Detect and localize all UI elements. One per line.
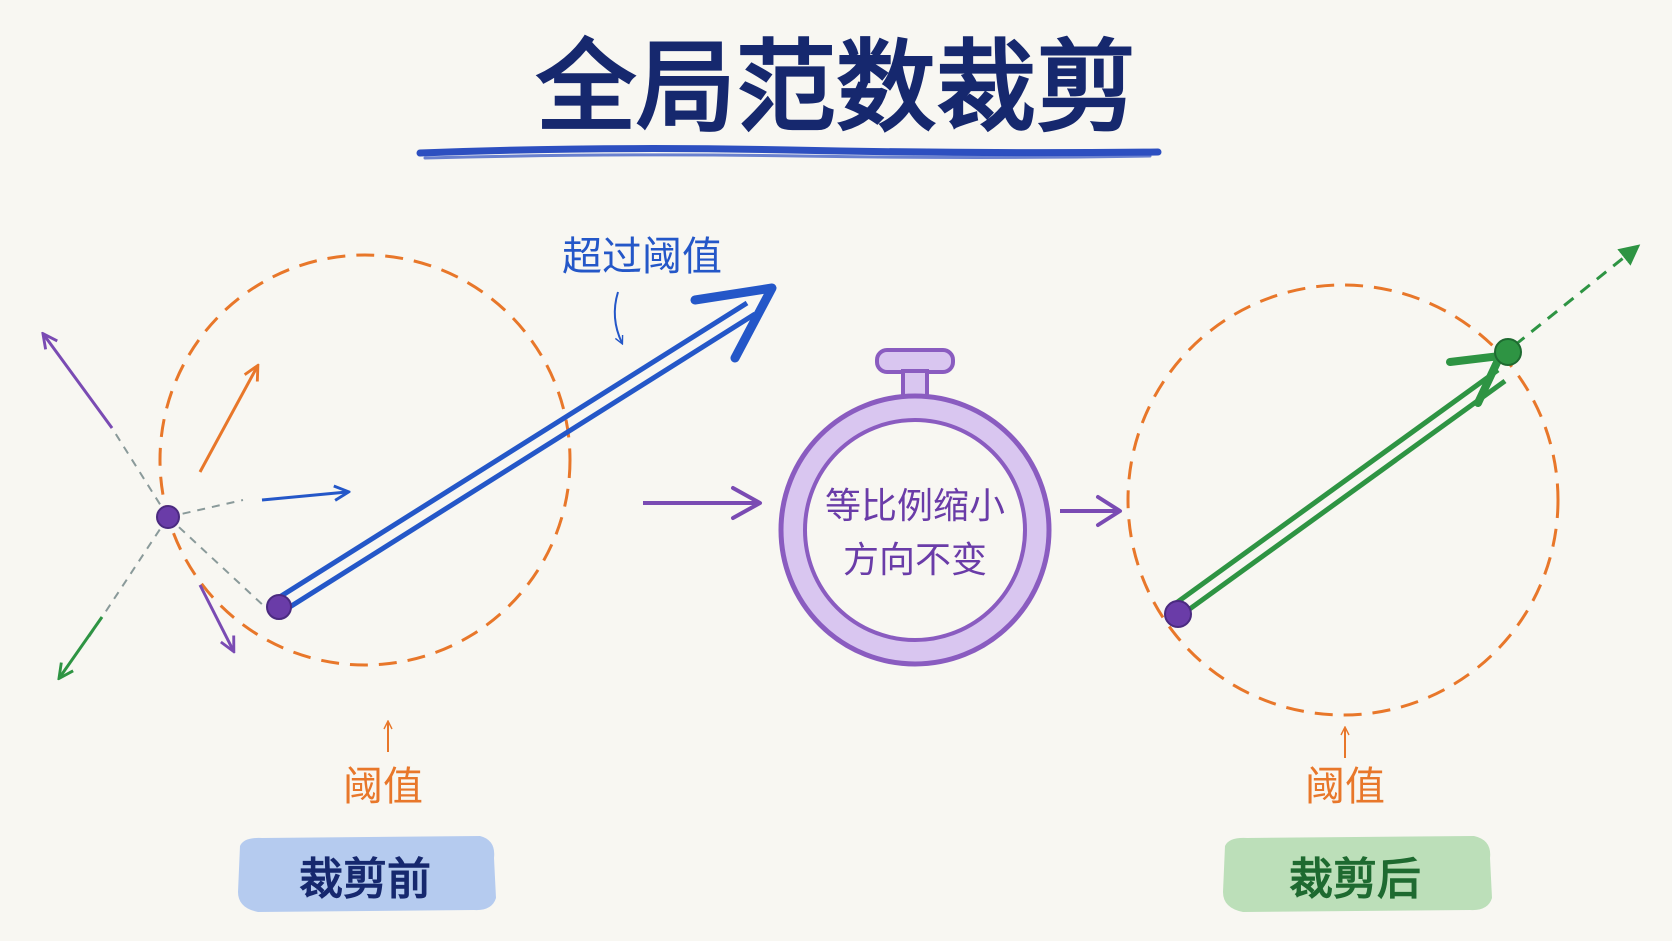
threshold-label-before: 阈值 [343, 764, 423, 810]
title-underline-stroke2 [423, 153, 1152, 160]
gradient-arrow-green-small [60, 616, 104, 677]
threshold-circle-before [158, 253, 572, 667]
clipped-gradient-vector [1170, 352, 1507, 619]
exceeds-threshold-pointer [613, 291, 622, 343]
process-arrow-2-head [1096, 495, 1122, 527]
clipped-vector-tip [1494, 338, 1522, 366]
origin-point-before [156, 505, 180, 529]
combined-gradient-vector [276, 283, 777, 613]
vector-tail-after [1164, 600, 1192, 628]
after-clip-label: 裁剪后 [1289, 854, 1421, 905]
operation-line-2: 方向不变 [843, 540, 987, 581]
before-clip-badge [238, 836, 496, 912]
process-arrow-1-head [731, 486, 762, 520]
title-underline [416, 145, 1162, 157]
before-clip-label: 裁剪前 [299, 854, 431, 905]
operation-line-1: 等比例缩小 [825, 486, 1005, 527]
exceeds-threshold-label: 超过阈值 [562, 234, 722, 280]
page-title: 全局范数裁剪 [535, 29, 1136, 146]
clipped-direction-extension [1514, 244, 1641, 347]
gradient-arrow-orange [198, 367, 257, 473]
threshold-label-after: 阈值 [1305, 764, 1385, 810]
gradient-arrow-purple-lower [198, 584, 233, 650]
after-clip-badge [1223, 836, 1492, 912]
vector-tail-before [266, 594, 292, 620]
gradient-guide-lines [86, 427, 266, 641]
gradient-arrow-blue-small [261, 492, 347, 500]
stopwatch-icon [778, 348, 1052, 667]
threshold-circle-after [1126, 283, 1560, 717]
gradient-arrow-purple-upper [44, 335, 114, 429]
